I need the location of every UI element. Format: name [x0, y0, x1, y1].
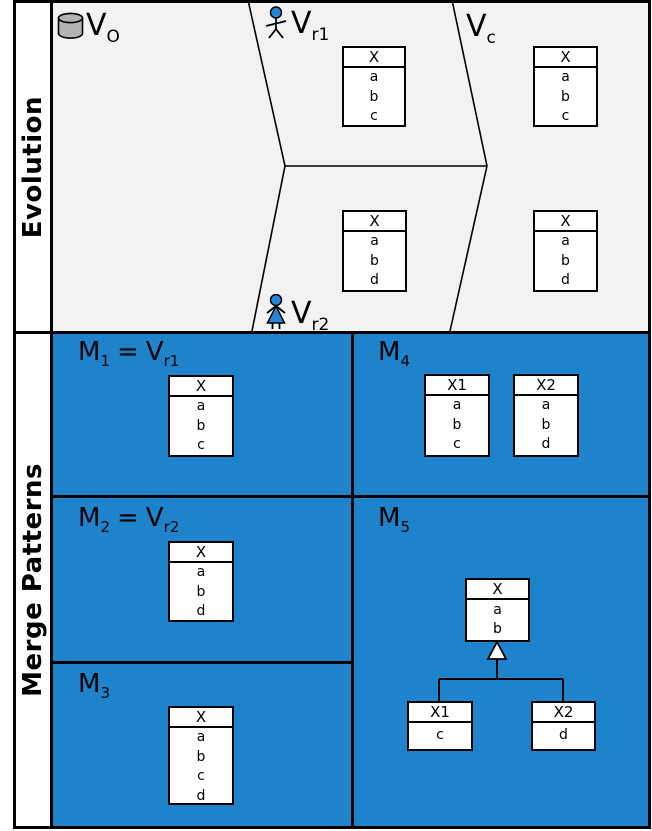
m4-label: M4	[378, 337, 410, 371]
m5-inheritance-connector	[438, 640, 564, 702]
class-box-m5-parent: X a b	[465, 578, 530, 642]
class-box-m2: X a b d	[168, 541, 234, 622]
merge-column-divider	[351, 334, 354, 826]
class-box-title: X	[535, 48, 596, 68]
class-box-title: X	[170, 377, 232, 397]
evolution-zone-lines	[247, 3, 488, 331]
class-box-vr1: X a b c	[342, 46, 406, 127]
class-box-attrs: c	[436, 727, 444, 744]
actor-female-icon	[266, 294, 286, 329]
merge-row-divider-2	[53, 661, 354, 664]
generalization-triangle-icon	[486, 640, 508, 660]
class-box-attrs: a b c	[369, 69, 379, 124]
class-box-title: X1	[409, 703, 471, 723]
class-box-title: X	[344, 48, 404, 68]
class-box-vc-top: X a b c	[533, 46, 598, 127]
class-box-vc-bottom: X a b d	[533, 210, 598, 292]
m2-label: M2=Vr2	[78, 503, 180, 537]
class-box-title: X2	[515, 376, 577, 396]
class-box-title: X	[170, 543, 232, 563]
class-box-attrs: a b	[493, 601, 502, 638]
class-box-attrs: a b c d	[196, 729, 206, 804]
class-box-attrs: a b d	[561, 233, 570, 288]
class-box-m1: X a b c	[168, 375, 234, 457]
class-box-attrs: a b c	[561, 69, 570, 124]
actor-icon	[265, 6, 287, 39]
version-label-vc: Vc	[466, 9, 496, 48]
version-label-vr2: Vr2	[291, 296, 330, 335]
section-divider	[16, 331, 648, 334]
class-box-m3: X a b c d	[168, 706, 234, 805]
m1-label: M1=Vr1	[78, 337, 180, 371]
version-label-vr1: Vr1	[291, 6, 330, 45]
class-box-attrs: a b d	[196, 564, 206, 619]
class-box-title: X	[535, 212, 596, 232]
class-box-m4-x2: X2 a b d	[513, 374, 579, 457]
class-box-attrs: a b c	[452, 397, 462, 453]
class-box-attrs: a b d	[541, 397, 551, 453]
class-box-title: X	[344, 212, 405, 232]
database-icon	[57, 12, 84, 39]
class-box-title: X1	[426, 376, 488, 396]
evolution-sidebar-label: Evolution	[18, 95, 48, 239]
class-box-attrs: a b c	[196, 398, 206, 453]
class-box-attrs: d	[559, 727, 568, 744]
class-box-m5-x2: X2 d	[531, 701, 596, 751]
m3-label: M3	[78, 669, 110, 703]
merge-sidebar-label: Merge Patterns	[18, 463, 48, 697]
class-box-title: X	[170, 708, 232, 728]
class-box-vr2: X a b d	[342, 210, 407, 292]
class-box-title: X	[467, 580, 528, 600]
m5-label: M5	[378, 503, 410, 537]
class-box-attrs: a b d	[370, 233, 379, 288]
class-box-title: X2	[533, 703, 594, 723]
evolution-sidebar: Evolution	[16, 3, 53, 331]
merge-row-divider-1	[53, 495, 648, 498]
class-box-m5-x1: X1 c	[407, 701, 473, 751]
class-box-m4-x1: X1 a b c	[424, 374, 490, 457]
version-label-vo: VO	[86, 8, 120, 47]
merge-sidebar: Merge Patterns	[16, 334, 53, 826]
